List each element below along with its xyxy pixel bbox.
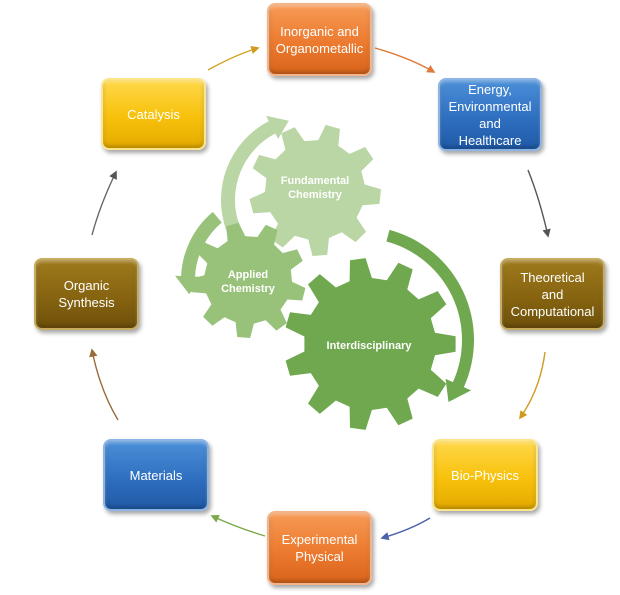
box-energy-environmental-healthcare: Energy, Environmental and Healthcare [438, 78, 542, 151]
box-experimental-physical: Experimental Physical [267, 511, 372, 585]
box-materials: Materials [103, 439, 209, 511]
box-theoretical-computational: Theoretical and Computational [500, 258, 605, 330]
gear-label-applied-chemistry: Applied Chemistry [221, 269, 275, 295]
box-organic-synthesis: Organic Synthesis [34, 258, 139, 330]
gear-applied-chemistry [190, 222, 306, 338]
arrow-organic-to-catalysis [91, 170, 117, 236]
box-inorganic-organometallic: Inorganic and Organometallic [267, 3, 372, 76]
arrow-experimental-to-materials [210, 515, 266, 537]
arrow-inorganic-to-energy [374, 47, 436, 73]
flow-arrow-right [386, 229, 474, 402]
arrow-materials-to-organic [89, 348, 119, 421]
arrow-biophysics-to-experimental [380, 517, 431, 541]
gear-interdisciplinary [285, 258, 456, 430]
box-catalysis: Catalysis [101, 78, 206, 150]
gear-label-interdisciplinary: Interdisciplinary [326, 340, 412, 352]
arrow-theoretical-to-biophysics [519, 351, 546, 420]
arrow-energy-to-theoretical [527, 169, 551, 238]
gear-fundamental-chemistry [249, 124, 381, 257]
arrow-catalysis-to-inorganic [207, 45, 260, 71]
gear-label-fundamental-chemistry: Fundamental Chemistry [280, 175, 350, 201]
flow-arrow-top-left [221, 115, 289, 231]
box-bio-physics: Bio-Physics [432, 439, 538, 511]
